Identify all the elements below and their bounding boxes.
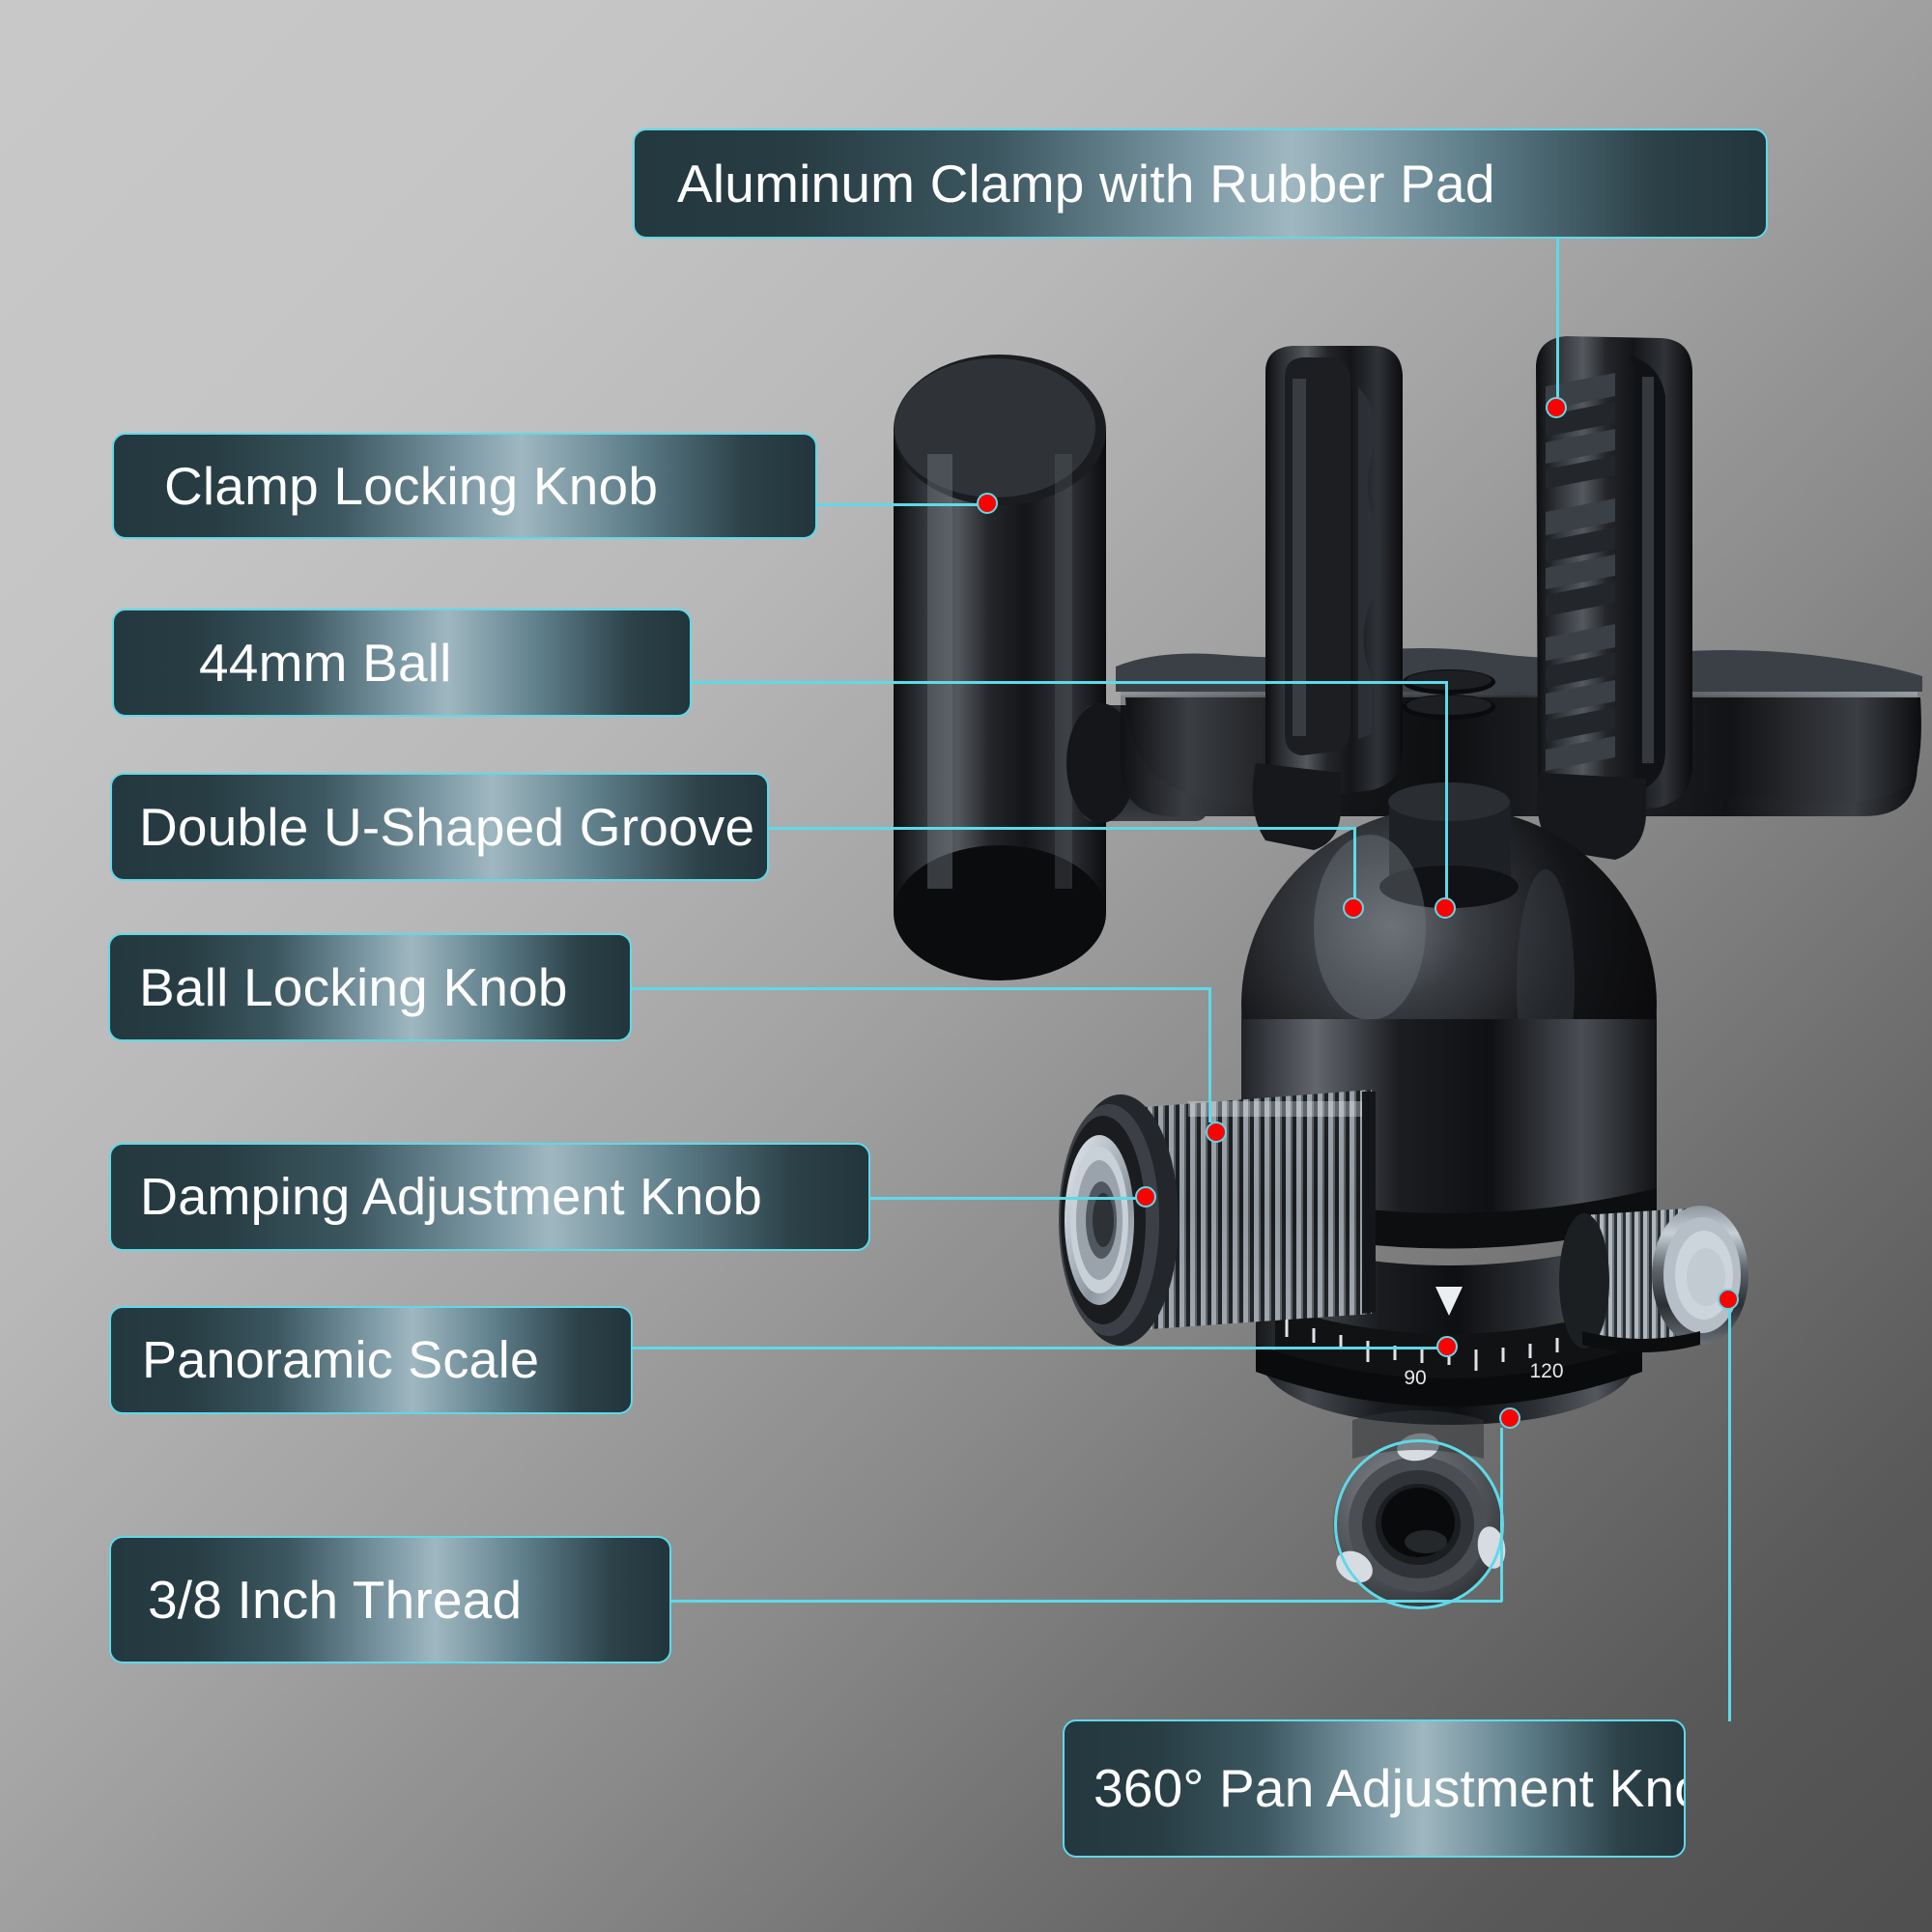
marker-clamp-locking-knob[interactable] [977,493,998,514]
scale-index-pointer [1435,1287,1463,1316]
scale-tick-label-120: 120 [1529,1360,1564,1382]
thread-highlight-ring [1334,1439,1504,1609]
callout-clamp-locking-knob[interactable]: Clamp Locking Knob [112,433,817,539]
leader-clamp-locking-knob [817,503,980,506]
clamp-base-plate [1116,648,1922,816]
marker-damping-adjustment-knob[interactable] [1135,1186,1156,1208]
callout-label-text: 360° Pan Adjustment Knob [1094,1758,1686,1818]
marker-thread-3-8-inch[interactable] [1499,1407,1520,1429]
callout-panoramic-scale[interactable]: Panoramic Scale [109,1306,633,1414]
callout-label-text: 44mm Ball [199,632,452,693]
callout-damping-adjustment-knob[interactable]: Damping Adjustment Knob [109,1143,870,1251]
marker-double-u-shaped-groove[interactable] [1343,897,1364,919]
clamp-jaw-left [1252,346,1403,850]
callout-ball-44mm[interactable]: 44mm Ball [112,609,692,717]
leader-balllock-v [1208,987,1211,1122]
callout-aluminum-clamp[interactable]: Aluminum Clamp with Rubber Pad [633,128,1768,239]
callout-label-text: Panoramic Scale [142,1331,540,1389]
marker-ball-44mm[interactable] [1435,897,1456,919]
marker-panoramic-scale[interactable] [1436,1336,1458,1357]
leader-ball-h [692,681,1445,684]
callout-pan-adjustment-knob[interactable]: 360° Pan Adjustment Knob [1063,1719,1686,1858]
leader-ball-v [1445,681,1448,903]
scale-tick-label-90: 90 [1404,1367,1427,1389]
leader-aluminum-clamp [1556,239,1559,406]
pan-base-graphic [1256,1236,1642,1425]
callout-label-text: Double U-Shaped Groove [139,796,755,857]
callout-label-text: Ball Locking Knob [139,956,568,1017]
knob-sunburst [1070,1147,1128,1293]
callout-label-text: 3/8 Inch Thread [148,1569,523,1630]
leader-pan-v [1728,1306,1731,1721]
ball-44mm-graphic [1241,782,1657,1249]
clamp-locking-knob-graphic [894,355,1208,980]
leader-thread-h [671,1600,1502,1603]
leader-balllock-h [632,987,1211,990]
pan-knob-graphic [1559,1206,1748,1352]
marker-pan-adjustment-knob[interactable] [1718,1289,1739,1310]
leader-damping [870,1197,1136,1200]
marker-aluminum-clamp[interactable] [1546,397,1567,418]
callout-label-text: Clamp Locking Knob [164,455,659,516]
leader-groove-v [1353,827,1356,904]
marker-ball-locking-knob[interactable] [1206,1122,1227,1143]
callout-thread-3-8-inch[interactable]: 3/8 Inch Thread [109,1536,671,1663]
leader-groove-h [769,827,1356,830]
callout-label-text: Damping Adjustment Knob [140,1168,762,1226]
rubber-pad-ribs [1546,373,1615,771]
callout-label-text: Aluminum Clamp with Rubber Pad [677,153,1495,213]
leader-panoramic [633,1347,1439,1350]
callout-ball-locking-knob[interactable]: Ball Locking Knob [108,933,632,1041]
callout-double-u-shaped-groove[interactable]: Double U-Shaped Groove [110,773,769,881]
